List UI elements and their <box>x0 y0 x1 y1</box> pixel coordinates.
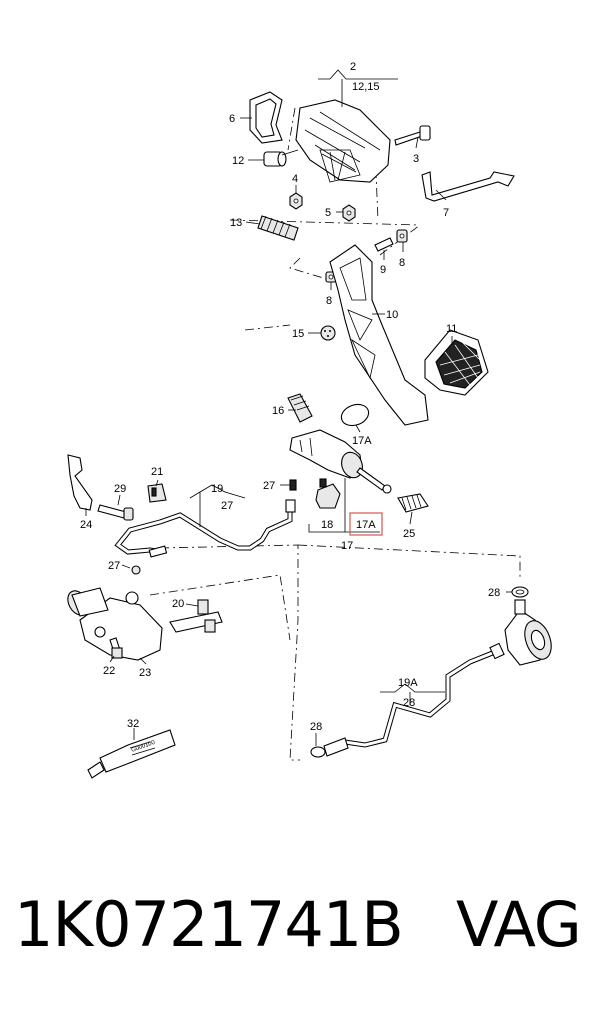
leader-17 <box>308 478 380 533</box>
callout-17A-top: 17A <box>352 435 372 447</box>
part-pin <box>374 237 394 252</box>
part-bolt-3 <box>394 125 431 146</box>
pedal-group-outline <box>287 107 421 281</box>
callout-15: 15 <box>292 328 304 340</box>
callout-12-15: 12,15 <box>352 81 380 93</box>
part-slave-cylinder <box>504 599 552 666</box>
part-line-end-19b <box>148 545 168 558</box>
callout-23: 23 <box>139 667 151 679</box>
leader-22 <box>109 655 115 663</box>
part-connector-27b <box>131 565 141 575</box>
hose-route-outline <box>159 544 300 761</box>
callout-5: 5 <box>325 207 331 219</box>
part-pressure-line-19a <box>342 647 503 748</box>
callout-17A-box: 17A <box>356 519 376 531</box>
callout-12: 12 <box>232 155 244 167</box>
part-line-end-19a <box>285 499 296 513</box>
callout-32: 32 <box>127 718 139 730</box>
leader-7 <box>435 189 447 201</box>
leader-13 <box>245 221 261 225</box>
callout-3: 3 <box>413 153 419 165</box>
callout-22: 22 <box>103 665 115 677</box>
part-bushing <box>263 151 287 167</box>
leader-2 <box>318 69 398 107</box>
callout-27a: 27 <box>263 480 275 492</box>
leader-23 <box>139 657 147 665</box>
part-master-cylinder <box>289 429 392 494</box>
callout-25: 25 <box>403 528 415 540</box>
part-o-ring <box>340 403 370 427</box>
slave-route-outline <box>297 544 521 578</box>
callout-28c: 28 <box>310 721 322 733</box>
part-grease-tube: G000100 <box>87 729 176 779</box>
leader-3 <box>415 136 419 149</box>
master-route-outline <box>149 574 291 641</box>
part-clip-21 <box>147 483 167 503</box>
part-pedal-lever <box>329 244 429 426</box>
callout-9: 9 <box>380 264 386 276</box>
part-clip-8a <box>396 229 408 243</box>
callout-27c: 27 <box>108 560 120 572</box>
callout-8b: 8 <box>326 295 332 307</box>
callout-11: 11 <box>446 323 457 335</box>
leader-20 <box>185 603 199 607</box>
leader-29 <box>117 494 121 506</box>
part-nut-5 <box>342 204 356 222</box>
callout-27b: 27 <box>221 500 233 512</box>
part-hose-fitting <box>287 393 313 423</box>
leader-19 <box>189 484 246 527</box>
callout-16: 16 <box>272 405 284 417</box>
callout-13: 13 <box>230 217 242 229</box>
part-tee-20 <box>169 599 223 633</box>
part-pedal-pad <box>424 329 489 396</box>
callout-28b: 28 <box>403 697 415 709</box>
callout-6: 6 <box>229 113 235 125</box>
part-seal-28b <box>310 737 349 758</box>
part-connector-27a <box>289 479 297 491</box>
part-bolt-29 <box>97 504 134 521</box>
part-bracket-rod <box>421 171 515 202</box>
callout-8a: 8 <box>399 257 405 269</box>
part-spring <box>257 215 299 241</box>
part-seal-28a <box>511 586 529 598</box>
callout-20: 20 <box>172 598 184 610</box>
part-nut-4 <box>289 192 303 210</box>
callout-28a: 28 <box>488 587 500 599</box>
leader-27b <box>121 564 131 569</box>
callout-18: 18 <box>321 519 333 531</box>
leader-12 <box>248 149 299 161</box>
part-rubber-stop <box>320 325 336 341</box>
callout-19: 19 <box>211 483 223 495</box>
callout-4: 4 <box>292 173 298 185</box>
leader-17A-top <box>355 424 361 433</box>
footer: 1K0721741B VAG <box>0 888 600 978</box>
leader-25 <box>409 511 413 525</box>
callout-10: 10 <box>386 309 398 321</box>
part-cylinder-body-23 <box>67 587 163 661</box>
part-bolt-22 <box>109 637 123 659</box>
highlight-box-17A <box>349 512 383 536</box>
callout-21: 21 <box>151 466 163 478</box>
callout-19A: 19A <box>398 677 418 689</box>
callout-7: 7 <box>443 207 449 219</box>
part-bracket-18 <box>315 478 341 509</box>
leader-21 <box>155 479 159 487</box>
leader-19A <box>380 683 445 705</box>
part-bracket-24 <box>67 454 93 511</box>
callout-24: 24 <box>80 519 92 531</box>
brand: VAG <box>456 888 582 961</box>
part-switch <box>397 493 429 513</box>
part-gasket <box>249 91 283 144</box>
callout-29: 29 <box>114 483 126 495</box>
pedal-group-outline-2 <box>229 219 421 331</box>
part-line-end-19a-slave <box>489 642 505 660</box>
part-pedal-plate <box>295 99 391 183</box>
callout-17: 17 <box>341 540 353 552</box>
callout-2: 2 <box>350 61 356 73</box>
part-number: 1K0721741B <box>14 888 404 961</box>
